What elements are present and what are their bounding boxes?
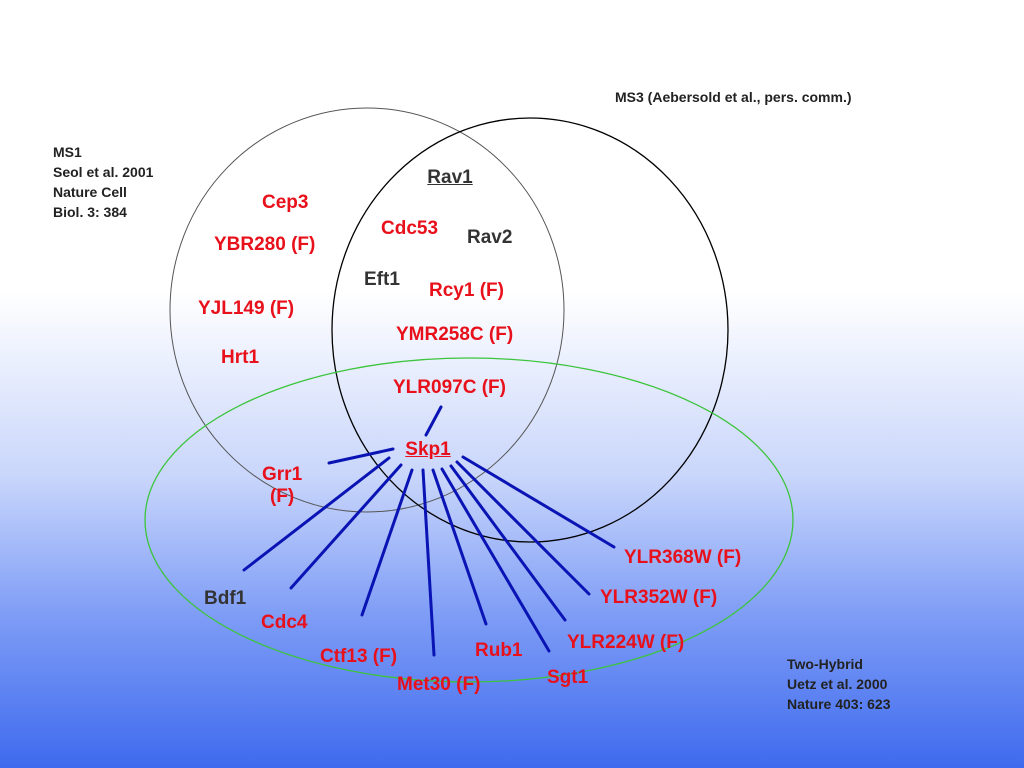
ms3-circle bbox=[331, 117, 729, 543]
ms1-label: MS1 bbox=[53, 144, 82, 160]
connector-bdf1 bbox=[242, 456, 391, 572]
two-hybrid-source-note: Two-Hybrid Uetz et al. 2000 Nature 403: … bbox=[787, 654, 891, 714]
gene-yjl149: YJL149 (F) bbox=[198, 298, 295, 319]
gene-ylr368w: YLR368W (F) bbox=[624, 547, 742, 568]
connector-ylr097c bbox=[424, 405, 443, 437]
connector-sgt1 bbox=[440, 467, 551, 653]
connector-ylr224w bbox=[449, 464, 567, 622]
gene-ylr352w: YLR352W (F) bbox=[600, 587, 718, 608]
skp1-connector-lines bbox=[242, 405, 616, 657]
connector-cdc4 bbox=[289, 463, 403, 590]
gene-bdf1: Bdf1 bbox=[204, 588, 247, 609]
ms3-source-note: MS3 (Aebersold et al., pers. comm.) bbox=[615, 87, 852, 107]
two-hybrid-citation-line2: Nature 403: 623 bbox=[787, 696, 891, 712]
gene-grr1-name: Grr1 bbox=[262, 464, 303, 485]
connector-met30 bbox=[421, 468, 436, 657]
gene-rcy1: Rcy1 (F) bbox=[429, 280, 504, 301]
ms1-circle bbox=[169, 107, 565, 513]
gene-rav1: Rav1 bbox=[427, 167, 473, 188]
ms3-source-text: MS3 (Aebersold et al., pers. comm.) bbox=[615, 89, 852, 105]
gene-met30: Met30 (F) bbox=[397, 674, 481, 695]
gene-sgt1: Sgt1 bbox=[547, 667, 589, 688]
connector-ylr352w bbox=[455, 460, 591, 596]
gene-rav2: Rav2 bbox=[467, 227, 513, 248]
connector-ctf13 bbox=[360, 468, 414, 617]
ms1-citation-line3: Biol. 3: 384 bbox=[53, 204, 127, 220]
ms1-citation-line1: Seol et al. 2001 bbox=[53, 164, 154, 180]
connector-rub1 bbox=[431, 468, 488, 626]
gene-grr1: Grr1 (F) bbox=[262, 464, 302, 508]
gene-ylr097c: YLR097C (F) bbox=[393, 377, 506, 398]
gene-rub1: Rub1 bbox=[475, 640, 523, 661]
two-hybrid-label: Two-Hybrid bbox=[787, 656, 863, 672]
ms1-citation-line2: Nature Cell bbox=[53, 184, 127, 200]
two-hybrid-citation-line1: Uetz et al. 2000 bbox=[787, 676, 888, 692]
gene-cep3: Cep3 bbox=[262, 192, 309, 213]
connector-grr1 bbox=[327, 447, 395, 465]
gene-skp1: Skp1 bbox=[405, 439, 451, 460]
gene-cdc4: Cdc4 bbox=[261, 612, 308, 633]
connector-ylr368w bbox=[461, 455, 616, 549]
gene-ctf13: Ctf13 (F) bbox=[320, 646, 398, 667]
gene-ybr280: YBR280 (F) bbox=[214, 234, 316, 255]
gene-eft1: Eft1 bbox=[364, 269, 400, 290]
ms1-source-note: MS1 Seol et al. 2001 Nature Cell Biol. 3… bbox=[53, 142, 153, 222]
gene-ylr224w: YLR224W (F) bbox=[567, 632, 685, 653]
two-hybrid-ellipse bbox=[144, 357, 794, 683]
gene-hrt1: Hrt1 bbox=[221, 347, 260, 368]
gene-grr1-suffix: (F) bbox=[269, 486, 295, 507]
gene-ymr258c: YMR258C (F) bbox=[396, 324, 514, 345]
gene-cdc53: Cdc53 bbox=[381, 218, 439, 239]
